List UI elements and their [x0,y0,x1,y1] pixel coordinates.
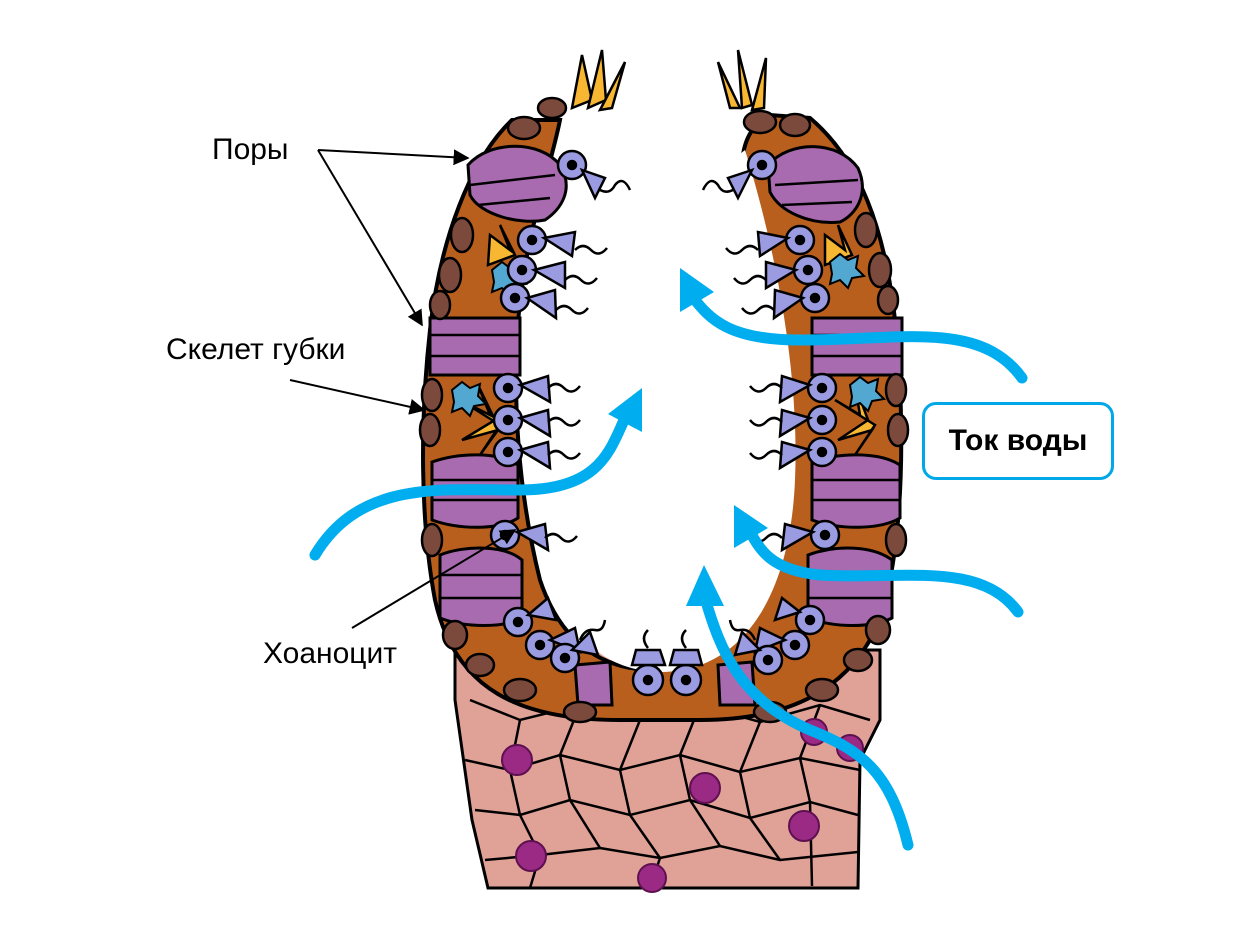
water-flow-label: Ток воды [922,402,1114,480]
pinacocytes [418,96,910,724]
flagella [544,179,783,649]
nucleus-1 [501,744,533,776]
spicules [459,49,877,456]
water-arrow-right-middle [742,522,1024,618]
choanocyte-pointer [351,529,517,629]
water-arrowheads [608,268,768,606]
amoebocytes [450,252,887,418]
water-arrow-left [309,412,631,561]
water-flow-arrows [309,290,1028,851]
water-arrow-right-top [686,290,1028,384]
skeleton-label: Скелет губки [166,333,346,366]
pores-pointer-2 [317,149,423,327]
water-arrow-bottom [699,592,914,851]
choanocytes [489,149,841,697]
skeleton-pointer [289,379,426,415]
pores-pointer-1 [317,149,470,166]
porocytes [428,144,904,707]
spongocoel [527,150,796,672]
nucleus-3 [788,810,820,842]
choanocyte-label: Хоаноцит [263,637,397,670]
nucleus-5 [637,863,667,893]
pores-label: Поры [212,133,289,166]
nucleus-2 [689,772,721,804]
label-pointers [289,149,517,629]
nucleus-4 [515,840,547,872]
